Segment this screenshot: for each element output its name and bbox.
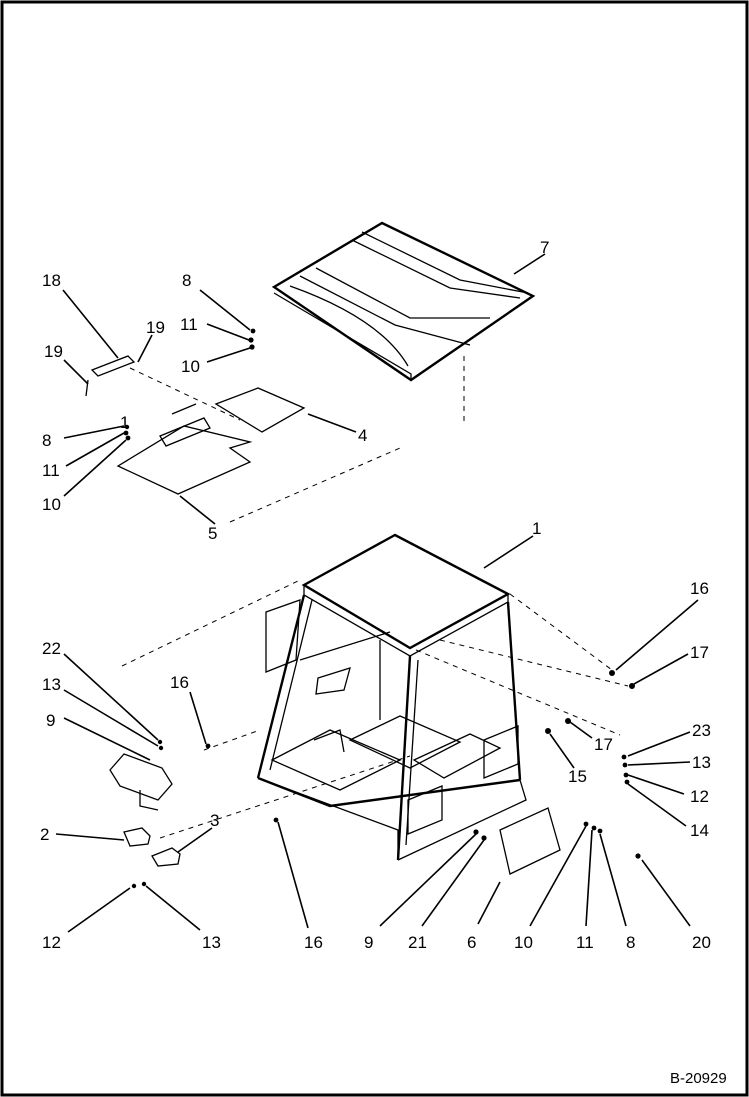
callout-9: 9 — [364, 933, 373, 952]
callout-12: 12 — [690, 787, 709, 806]
part-panel-4 — [214, 387, 306, 433]
callout-21: 21 — [408, 933, 427, 952]
callout-13: 13 — [202, 933, 221, 952]
fasteners — [123, 328, 641, 889]
part-floor-plate-5 — [116, 403, 253, 495]
callout-10: 10 — [181, 357, 200, 376]
part-roof-panel — [271, 221, 536, 382]
callout-19: 19 — [44, 342, 63, 361]
callout-11: 11 — [180, 315, 198, 334]
callout-5: 5 — [208, 524, 217, 543]
callout-6: 6 — [467, 933, 476, 952]
callout-23: 23 — [692, 721, 711, 740]
callout-11: 11 — [576, 933, 594, 952]
callout-7: 7 — [540, 238, 549, 257]
callout-11: 11 — [42, 461, 60, 480]
callout-8: 8 — [42, 431, 51, 450]
callout-1: 1 — [532, 519, 541, 538]
callout-16: 16 — [690, 579, 709, 598]
part-bracket-3 — [151, 847, 181, 867]
callout-16: 16 — [304, 933, 323, 952]
callout-10: 10 — [514, 933, 533, 952]
callout-1: 1 — [120, 413, 129, 432]
part-bracket-9 — [109, 753, 173, 811]
callout-13: 13 — [692, 753, 711, 772]
callout-19: 19 — [146, 318, 165, 337]
drawing-number: B-20929 — [670, 1070, 727, 1087]
callout-10: 10 — [42, 495, 61, 514]
part-cab-frame — [256, 533, 527, 861]
callout-9: 9 — [46, 711, 55, 730]
part-bracket-18 — [85, 355, 136, 397]
callout-2: 2 — [40, 825, 49, 844]
leader-lines — [55, 253, 699, 933]
callout-8: 8 — [626, 933, 635, 952]
callout-12: 12 — [42, 933, 61, 952]
callout-14: 14 — [690, 821, 709, 840]
callout-16: 16 — [170, 673, 189, 692]
part-side-plate-6 — [499, 807, 561, 875]
callout-17: 17 — [690, 643, 709, 662]
callout-20: 20 — [692, 933, 711, 952]
callout-4: 4 — [358, 426, 367, 445]
callout-15: 15 — [568, 767, 587, 786]
callout-labels: 7 18 19 19 8 11 10 1 8 11 10 4 5 1 16 17… — [40, 238, 711, 952]
callout-17: 17 — [594, 735, 613, 754]
callout-3: 3 — [210, 811, 219, 830]
callout-8: 8 — [182, 271, 191, 290]
part-bracket-2 — [123, 827, 151, 847]
callout-13: 13 — [42, 675, 61, 694]
callout-22: 22 — [42, 639, 61, 658]
callout-18: 18 — [42, 271, 61, 290]
